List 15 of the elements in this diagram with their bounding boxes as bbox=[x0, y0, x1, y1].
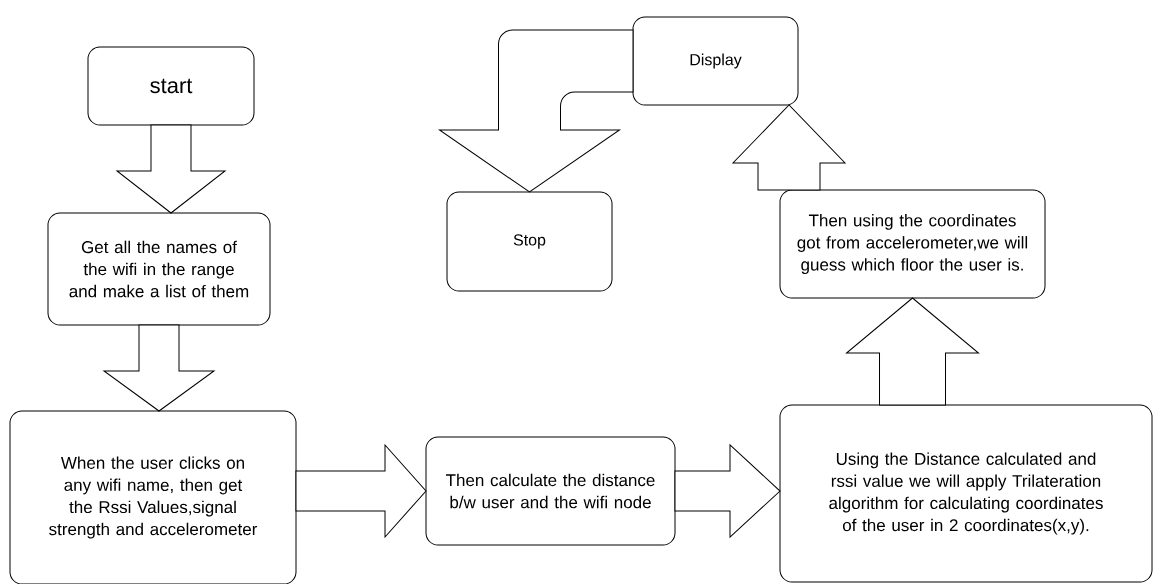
process-box: Display bbox=[632, 16, 799, 106]
process-box: Then using the coordinates got from accelerometer,we will guess which floor the user is. bbox=[779, 189, 1046, 299]
block-arrow bbox=[295, 444, 427, 538]
process-box: Get all the names of the wifi in the range and make a list of them bbox=[47, 212, 271, 326]
process-box: Using the Distance calculated and rssi value we will apply Trilateration algorithm for calculating coordinates of the user in 2 coordinates(x,y). bbox=[779, 404, 1153, 583]
process-box: start bbox=[87, 46, 255, 126]
block-arrow bbox=[116, 124, 226, 214]
block-arrow bbox=[674, 444, 781, 538]
block-arrow bbox=[439, 29, 634, 193]
block-arrow bbox=[103, 324, 215, 412]
block-arrow bbox=[732, 104, 846, 191]
process-box: When the user clicks on any wifi name, then get the Rssi Values,signal strength and accelerometer bbox=[9, 410, 297, 584]
block-arrow bbox=[846, 297, 979, 406]
process-box: Then calculate the distance b/w user and the wifi node bbox=[425, 436, 676, 546]
process-box: Stop bbox=[446, 191, 613, 292]
